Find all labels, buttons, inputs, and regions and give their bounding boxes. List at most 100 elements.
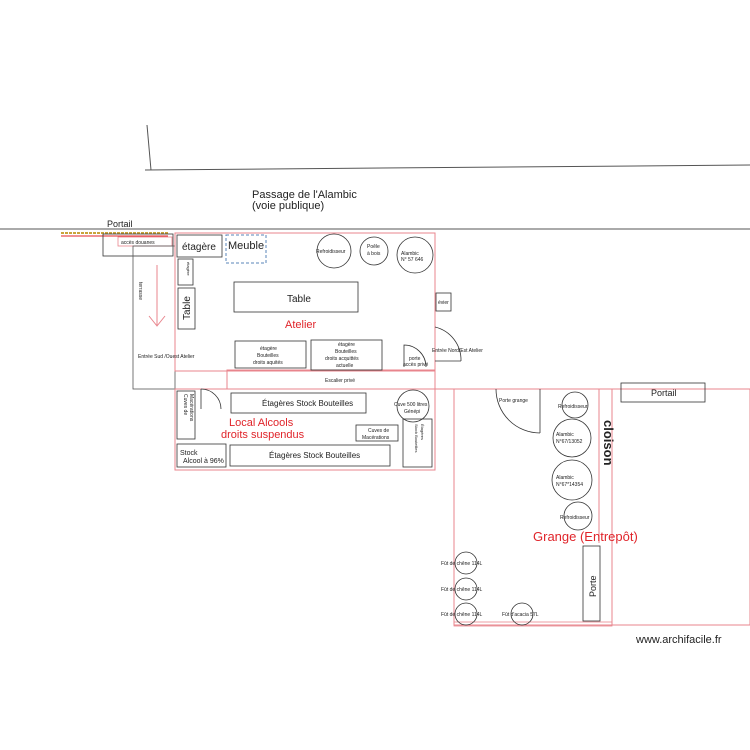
portail-right-box bbox=[620, 382, 706, 403]
refroidisseur-grange-bottom-icon bbox=[563, 501, 593, 531]
road-lines bbox=[0, 124, 750, 230]
cloison-label: cloison bbox=[601, 420, 616, 466]
alambic-atelier-icon bbox=[396, 236, 434, 274]
poele-label-line2: à bois bbox=[367, 251, 381, 257]
etagere-small-box bbox=[177, 258, 194, 286]
stock-alcool-line2: Alcool à 96% bbox=[183, 458, 224, 465]
fut-chene-1-icon bbox=[454, 551, 478, 575]
table-vertical-label: Table bbox=[182, 296, 193, 320]
etageres-stock-vertical-line1: Étagères bbox=[420, 424, 425, 440]
alambic-atelier-label-line2: N° 57 646 bbox=[401, 257, 424, 263]
grange-label: Grange (Entrepôt) bbox=[533, 529, 638, 544]
refroidisseur-grange-top-label: Refroidisseur bbox=[558, 404, 588, 410]
porte-acces-label-line1: porte bbox=[409, 356, 421, 362]
portail-top bbox=[61, 232, 174, 257]
road-label-line2: (voie publique) bbox=[252, 200, 324, 212]
cuves-macerations-line2: Macérations bbox=[362, 435, 390, 441]
terrasse-arrow bbox=[148, 265, 166, 327]
etageres-stock-vertical-box bbox=[402, 418, 433, 468]
alambic-2-label-line2: N°67*14354 bbox=[556, 482, 583, 488]
cuve-500-icon bbox=[396, 389, 430, 423]
alambic-atelier-label-line1: Alambic bbox=[401, 251, 419, 257]
local-alcools-room bbox=[174, 388, 436, 471]
table-center-label: Table bbox=[287, 294, 311, 305]
alambic-1-label-line1: Alambic bbox=[556, 432, 574, 438]
portail-right-label: Portail bbox=[651, 388, 677, 398]
etageres-stock-bottom-box bbox=[229, 444, 391, 467]
porte-acces-label-line2: accès privé bbox=[403, 362, 429, 368]
poele-icon bbox=[359, 236, 389, 266]
etagere-aquittes-line2: Bouteilles bbox=[257, 353, 279, 359]
etageres-stock-vertical-line2: Stock Bouteilles bbox=[414, 424, 419, 452]
alambic-1-label-line2: N°67/13052 bbox=[556, 439, 583, 445]
cuve-500-label-line2: Génépi bbox=[404, 409, 420, 415]
alambic-2-icon bbox=[551, 459, 593, 501]
meuble-box bbox=[225, 234, 267, 264]
porte-acces-door bbox=[403, 344, 427, 368]
fut-chene-3-icon bbox=[454, 602, 478, 626]
poele-label-line1: Poêle bbox=[367, 244, 380, 250]
refroidisseur-grange-bottom-label: Refroidisseur bbox=[560, 515, 590, 521]
local-alcools-label-line1: Local Alcools bbox=[229, 417, 294, 429]
atelier-label: Atelier bbox=[285, 319, 317, 331]
etagere-actuelle-line2: Bouteilles bbox=[335, 349, 357, 355]
fut-acacia-label: Fût d'acacia 57L bbox=[502, 612, 539, 618]
porte-grange-label: Porte grange bbox=[499, 398, 528, 404]
terrasse-label: terrasse bbox=[137, 282, 143, 300]
local-alcools-label-line2: droits suspendus bbox=[221, 429, 305, 441]
cuve-500-label-line1: Cuve 500 litres bbox=[394, 402, 428, 408]
table-center-box bbox=[233, 281, 359, 313]
cuves-macerations-vertical-line1: Cuves de bbox=[182, 394, 188, 415]
meuble-label: Meuble bbox=[228, 240, 264, 252]
entree-sud-ouest-label: Entrée Sud /Ouest Atelier bbox=[138, 354, 195, 360]
cuves-macerations-vertical-line2: Macérations bbox=[188, 394, 194, 422]
fut-chene-3-label: Fût de chêne 114L bbox=[441, 612, 483, 618]
local-alcools-door bbox=[200, 388, 222, 410]
acces-douanes-label: accès douanes bbox=[121, 240, 155, 246]
road-label-line1: Passage de l'Alambic bbox=[252, 189, 357, 201]
cuves-macerations-box bbox=[355, 424, 399, 442]
etageres-stock-top-label: Étagères Stock Bouteilles bbox=[262, 399, 353, 408]
etagere-top-label: étagère bbox=[182, 242, 216, 253]
evier-label: évier bbox=[438, 300, 449, 306]
table-vertical-box bbox=[177, 287, 196, 330]
evier-box bbox=[435, 292, 452, 312]
porte-grange-door bbox=[495, 388, 541, 434]
porte-right-label: Porte bbox=[588, 575, 598, 597]
fut-acacia-icon bbox=[510, 602, 534, 626]
watermark: www.archifacile.fr bbox=[635, 634, 722, 646]
etagere-actuelle-line1: étagère bbox=[338, 342, 355, 348]
entree-nord-est-door bbox=[434, 326, 462, 362]
etagere-small-label: étagère bbox=[186, 262, 191, 276]
entree-nord-est-label: Entrée Nord/Est Atelier bbox=[432, 348, 483, 354]
alambic-1-icon bbox=[552, 418, 592, 458]
etagere-top-box bbox=[176, 234, 223, 258]
etageres-stock-top-box bbox=[230, 392, 367, 414]
refroidisseur-atelier-label: Refroidisseur bbox=[316, 249, 346, 255]
etagere-actuelle-line3: droits acquittés bbox=[325, 356, 359, 362]
porte-right-box bbox=[582, 545, 601, 622]
stock-alcool-line1: Stock bbox=[180, 450, 198, 457]
portail-top-label: Portail bbox=[107, 219, 133, 229]
etagere-aquittes-line3: droits aquités bbox=[253, 360, 283, 366]
refroidisseur-grange-top-icon bbox=[561, 391, 589, 419]
etagere-aquittes-line1: étagère bbox=[260, 346, 277, 352]
atelier-room bbox=[174, 232, 436, 372]
grange-right-annex bbox=[611, 388, 750, 626]
etageres-stock-bottom-label: Étagères Stock Bouteilles bbox=[269, 451, 360, 460]
etagere-aquittes-box bbox=[234, 340, 307, 369]
fut-chene-2-label: Fût de chêne 114L bbox=[441, 587, 483, 593]
fut-chene-1-label: Fût de chêne 114L bbox=[441, 561, 483, 567]
alambic-2-label-line1: Alambic bbox=[556, 475, 574, 481]
refroidisseur-atelier-icon bbox=[316, 233, 352, 269]
cuves-macerations-vertical-box bbox=[176, 390, 196, 440]
stock-alcool-box bbox=[176, 443, 227, 468]
etagere-actuelle-box bbox=[310, 339, 383, 371]
terrasse-area bbox=[132, 245, 176, 390]
escalier-prive-label: Escalier privé bbox=[325, 378, 355, 384]
fut-chene-2-icon bbox=[454, 577, 478, 601]
cuves-macerations-line1: Cuves de bbox=[368, 428, 389, 434]
etagere-actuelle-line4: actuelle bbox=[336, 363, 353, 369]
